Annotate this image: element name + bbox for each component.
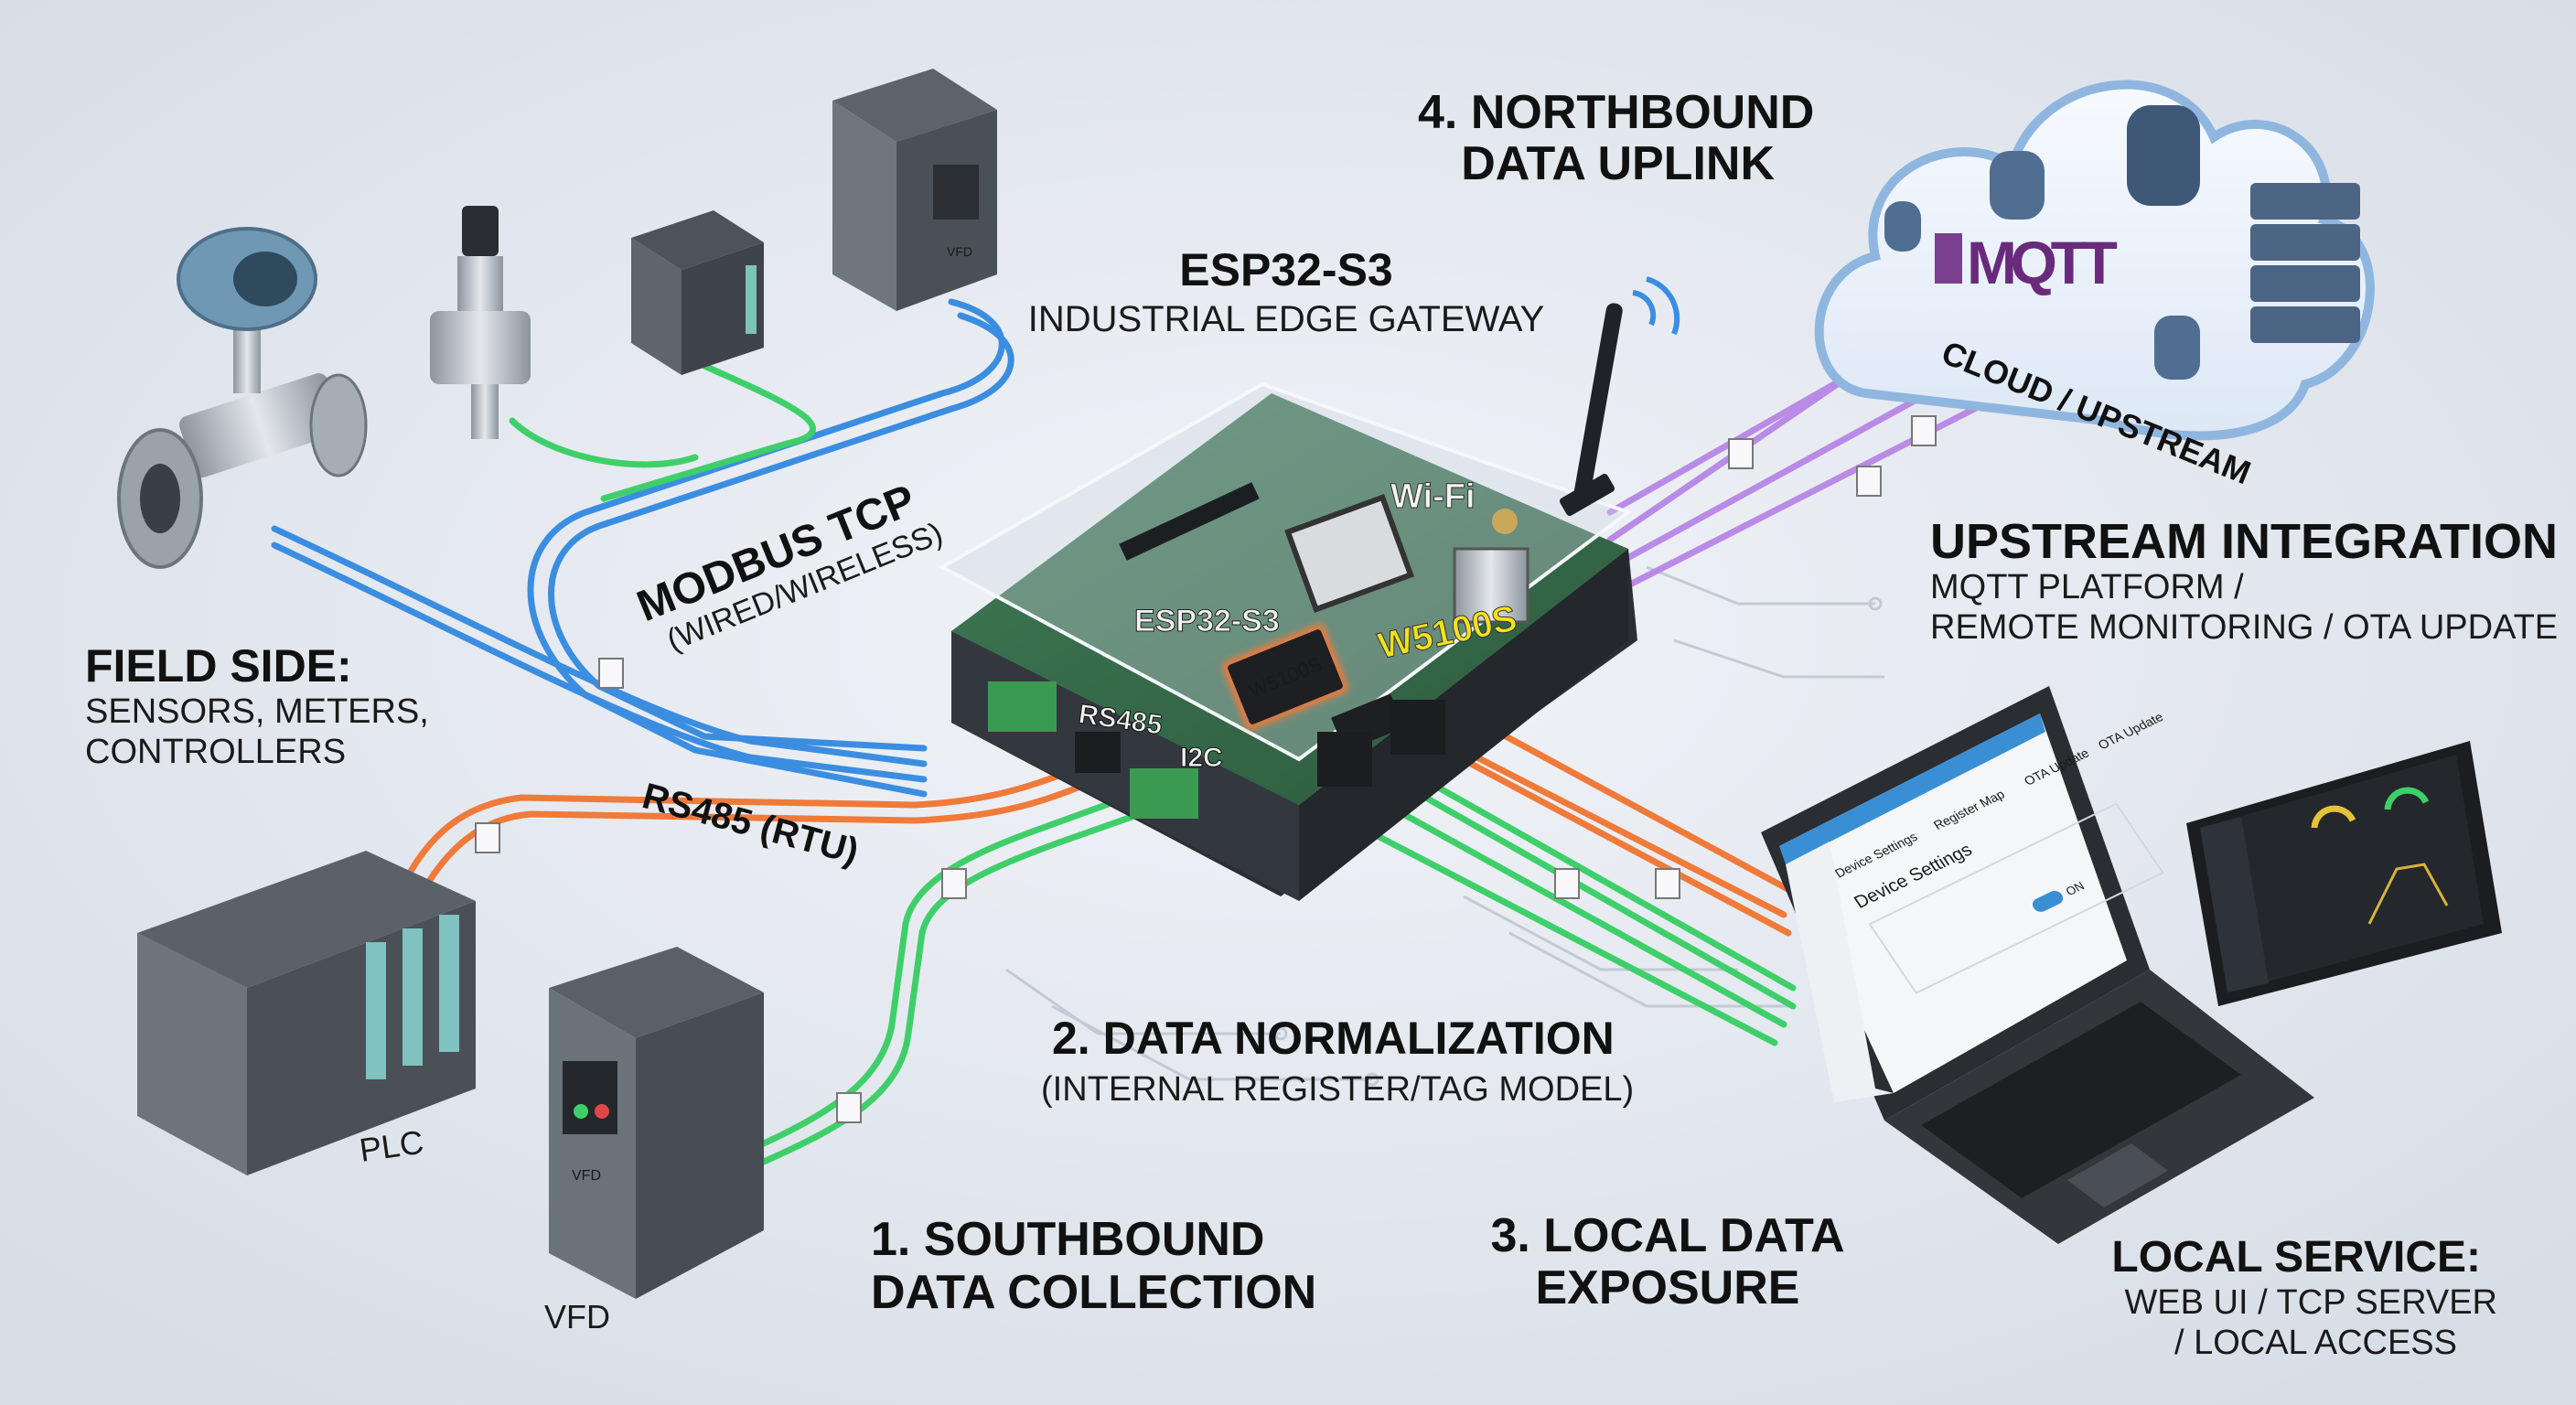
gateway-subtitle: INDUSTRIAL EDGE GATEWAY bbox=[1028, 299, 1545, 339]
trend-chart bbox=[2367, 863, 2449, 925]
step-3-title-line2: EXPOSURE bbox=[1536, 1261, 1800, 1314]
data-packet-icon bbox=[1728, 438, 1754, 469]
upstream-title: UPSTREAM INTEGRATION bbox=[1930, 514, 2558, 569]
terminal-block-i2c bbox=[1130, 768, 1198, 819]
data-packet-icon bbox=[1655, 868, 1680, 899]
esp32-module bbox=[1284, 494, 1414, 613]
field-side-line1: SENSORS, METERS, bbox=[85, 692, 429, 731]
rj45-port bbox=[1453, 547, 1530, 624]
wifi-signal-icon bbox=[1632, 276, 1680, 336]
antenna bbox=[1492, 303, 1623, 534]
pin-header bbox=[1119, 482, 1260, 561]
gateway-title: ESP32-S3 bbox=[1179, 244, 1392, 295]
upstream-line1: MQTT PLATFORM / bbox=[1930, 568, 2244, 606]
plc bbox=[137, 851, 476, 1175]
io-module bbox=[631, 210, 764, 375]
database-icons bbox=[1884, 105, 2200, 380]
mqtt-brand-text: MQTT bbox=[1967, 229, 2118, 296]
server-rack-icon bbox=[2250, 183, 2360, 343]
local-exposure-cables bbox=[1332, 710, 1797, 1046]
circuit-trace-pattern bbox=[1005, 565, 1884, 1087]
i2c-port-label: I2C bbox=[1180, 743, 1223, 773]
data-packet-icon bbox=[475, 822, 500, 853]
data-packet-icons bbox=[475, 365, 1937, 1123]
vfd-bottom-panel-label: VFD bbox=[572, 1168, 601, 1184]
field-side-line2: CONTROLLERS bbox=[85, 733, 346, 771]
rugged-laptop: Device Settings Register Map OTA Update … bbox=[1761, 686, 2314, 1244]
data-packet-icon bbox=[598, 658, 624, 689]
upstream-line2: REMOTE MONITORING / OTA UPDATE bbox=[1930, 608, 2558, 647]
step-2-subtitle: (INTERNAL REGISTER/TAG MODEL) bbox=[1041, 1070, 1634, 1109]
connector-right-1 bbox=[1317, 732, 1372, 787]
vfd-label: VFD bbox=[544, 1298, 610, 1335]
rs485-cables bbox=[390, 760, 1101, 917]
tablet-dashboard-screen bbox=[2200, 755, 2484, 992]
field-side-title: FIELD SIDE: bbox=[85, 640, 352, 692]
mqtt-cloud: MQTT CLOUD / UPSTREAM bbox=[1814, 80, 2375, 491]
mcu-label: ESP32-S3 bbox=[1134, 604, 1280, 638]
transparent-lid bbox=[938, 381, 1633, 762]
step-4-title-line2: DATA UPLINK bbox=[1461, 137, 1775, 190]
esp32-gateway: W5100S Wi-Fi ESP32-S3 W5100S RS485 I2C bbox=[938, 276, 1680, 901]
data-packet-icon bbox=[1856, 466, 1882, 497]
mqtt-logo-icon bbox=[1935, 233, 1962, 284]
data-packet-icon bbox=[836, 1092, 862, 1123]
tablet bbox=[2186, 741, 2502, 1006]
step-2-title: 2. DATA NORMALIZATION bbox=[1052, 1013, 1615, 1064]
rs485-jack bbox=[1075, 732, 1121, 773]
step-4-title-line1: 4. NORTHBOUND bbox=[1418, 86, 1814, 139]
data-packet-icon bbox=[1911, 415, 1937, 446]
terminal-block-left bbox=[988, 681, 1057, 732]
local-service-line1: WEB UI / TCP SERVER bbox=[2124, 1283, 2497, 1322]
local-service-line2: / LOCAL ACCESS bbox=[2174, 1324, 2457, 1362]
connector-right-2 bbox=[1390, 700, 1445, 755]
gauge-green bbox=[2384, 787, 2430, 810]
laptop-toggle[interactable] bbox=[2030, 888, 2066, 914]
data-packet-icon bbox=[1554, 868, 1580, 899]
gauge-yellow bbox=[2311, 805, 2356, 829]
vfd-panel-label: VFD bbox=[947, 244, 972, 259]
pressure-transmitter bbox=[430, 206, 531, 439]
step-3-title-line1: 3. LOCAL DATA bbox=[1490, 1209, 1844, 1262]
plc-label: PLC bbox=[357, 1123, 425, 1169]
modbus-tcp-cables bbox=[271, 298, 1014, 798]
field-io-cables bbox=[760, 788, 1156, 1165]
vfd-top: VFD bbox=[832, 69, 997, 311]
w5100s-chip: W5100S bbox=[1222, 624, 1348, 730]
data-packet-icon bbox=[941, 868, 967, 899]
step-1-title-line1: 1. SOUTHBOUND bbox=[871, 1213, 1264, 1266]
step-1-title-line2: DATA COLLECTION bbox=[871, 1266, 1316, 1319]
wifi-label: Wi-Fi bbox=[1390, 477, 1476, 516]
vfd-bottom: VFD bbox=[549, 947, 764, 1299]
local-service-title: LOCAL SERVICE: bbox=[2111, 1233, 2481, 1282]
flow-meter bbox=[117, 227, 368, 569]
